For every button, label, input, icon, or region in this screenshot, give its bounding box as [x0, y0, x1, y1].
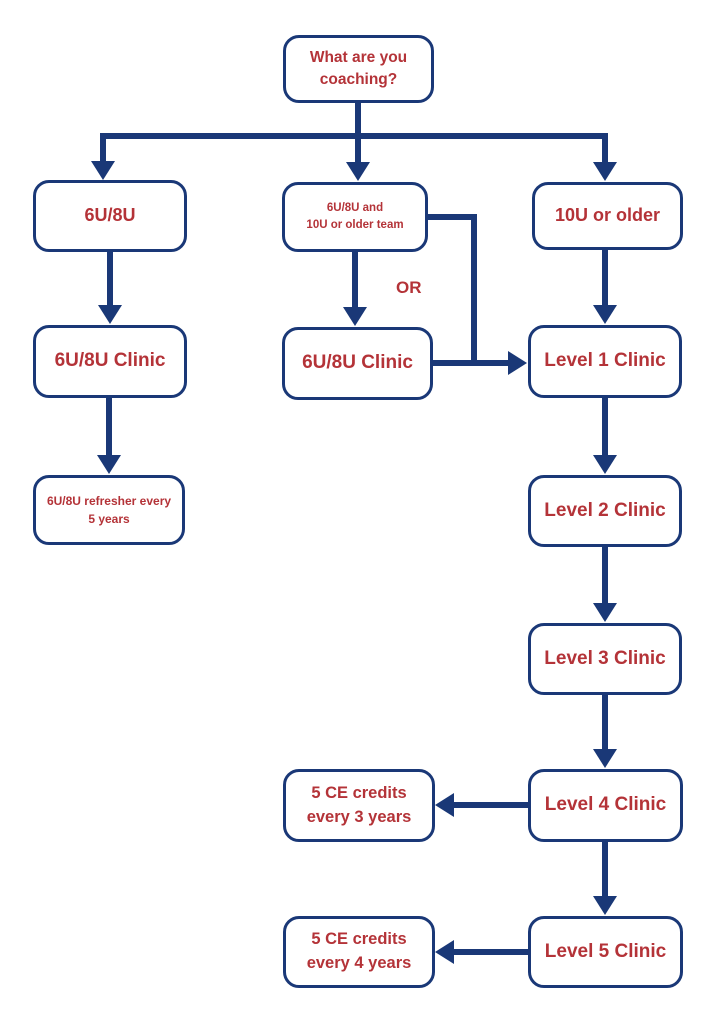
node-label-line2: 10U or older team [306, 219, 404, 231]
node-label: Level 4 Clinic [544, 794, 667, 816]
arrowhead-level1-top [593, 305, 617, 324]
node-6u8u-clinic-middle: 6U/8U Clinic [282, 327, 433, 400]
arrowhead-level2 [593, 455, 617, 474]
node-label-line1: 5 CE credits [311, 783, 407, 802]
node-label: Level 2 Clinic [544, 499, 666, 521]
arrowhead-ce4 [435, 940, 454, 964]
node-6u8u: 6U/8U [33, 180, 187, 252]
node-level-4-clinic: Level 4 Clinic [528, 769, 683, 842]
node-6u8u-clinic-left: 6U/8U Clinic [33, 325, 187, 398]
node-label-line2: 5 years [88, 512, 130, 526]
arrowhead-level4 [593, 749, 617, 768]
node-level-2-clinic: Level 2 Clinic [528, 475, 682, 547]
node-5-ce-credits-3-years: 5 CE credits every 3 years [283, 769, 435, 842]
node-label: 6U/8U Clinic [54, 350, 166, 372]
node-label-line1: 5 CE credits [311, 930, 407, 949]
connector-branch-rail [100, 133, 608, 162]
arrowhead-6u8u-clinic [98, 305, 122, 324]
connector-combo-bypass [427, 214, 477, 363]
arrowhead-refresher [97, 455, 121, 474]
node-level-3-clinic: Level 3 Clinic [528, 623, 682, 695]
node-label: Level 5 Clinic [544, 940, 667, 962]
node-what-are-you-coaching: What are you coaching? [283, 35, 434, 103]
node-label-line2: every 4 years [306, 954, 412, 972]
node-label: Level 1 Clinic [544, 350, 666, 372]
arrowhead-down-right-branch [593, 162, 617, 181]
arrowhead-down-left-branch [91, 161, 115, 180]
node-label: What are you coaching? [309, 49, 408, 88]
arrowhead-level1-left [508, 351, 527, 375]
node-label: Level 3 Clinic [544, 647, 666, 669]
node-5-ce-credits-4-years: 5 CE credits every 4 years [283, 916, 435, 988]
node-6u8u-refresher: 6U/8U refresher every 5 years [33, 475, 185, 545]
node-level-5-clinic: Level 5 Clinic [528, 916, 683, 988]
node-label: 6U/8U Clinic [302, 352, 413, 374]
node-10u-or-older: 10U or older [532, 182, 683, 250]
node-label: 10U or older [554, 205, 661, 226]
arrowhead-ce3 [435, 793, 454, 817]
arrowhead-level3 [593, 603, 617, 622]
node-6u8u-and-10u-team: 6U/8U and 10U or older team [282, 182, 428, 252]
node-level-1-clinic: Level 1 Clinic [528, 325, 682, 398]
arrowhead-mid-clinic [343, 307, 367, 326]
arrowhead-down-mid-branch [346, 162, 370, 181]
arrowhead-level5 [593, 896, 617, 915]
node-label-line2: every 3 years [306, 807, 412, 826]
node-label-line1: 6U/8U and [326, 201, 384, 214]
node-label: 6U/8U [84, 205, 136, 226]
node-label-line1: 6U/8U refresher every [46, 494, 172, 508]
or-label: OR [396, 278, 422, 297]
